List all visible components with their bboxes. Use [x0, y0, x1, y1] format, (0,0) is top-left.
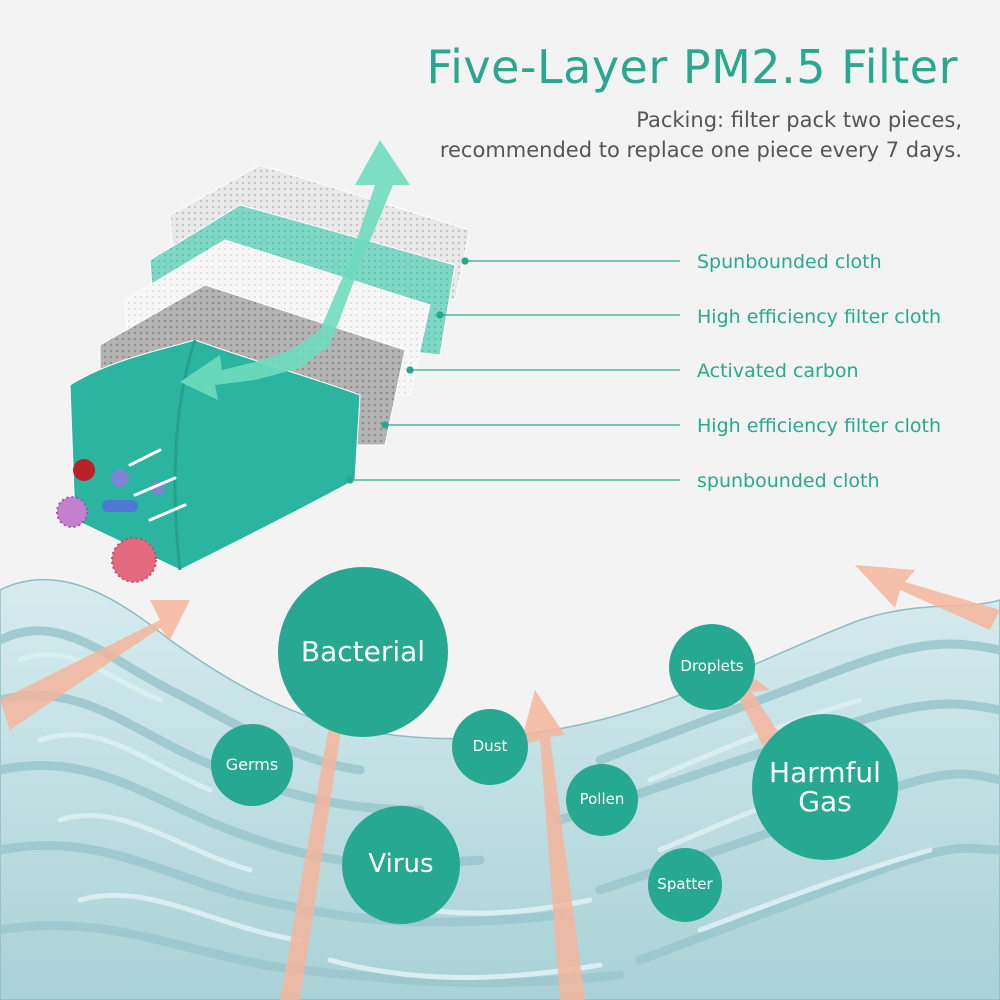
- packing-note-line2: recommended to replace one piece every 7…: [439, 138, 962, 162]
- virus-icon-pink: [111, 537, 157, 583]
- virus-icon-purple: [56, 496, 88, 528]
- packing-note-line1: Packing: filter pack two pieces,: [636, 108, 962, 132]
- virus-icon-red: [73, 459, 95, 481]
- layer-label-3: Activated carbon: [697, 360, 859, 382]
- filter-layers: [69, 164, 471, 571]
- layer-pointers: [346, 257, 680, 484]
- bubble-germs: Germs: [211, 724, 293, 806]
- bubble-harmful-gas: Harmful Gas: [752, 714, 898, 860]
- page-title: Five-Layer PM2.5 Filter: [426, 40, 958, 94]
- air-streaks: [128, 448, 187, 522]
- bubble-spatter: Spatter: [648, 848, 722, 922]
- bubble-pollen: Pollen: [566, 764, 638, 836]
- bubble-bacterial: Bacterial: [278, 567, 448, 737]
- germ-particles: [56, 448, 187, 583]
- layer-label-5: spunbounded cloth: [697, 470, 880, 492]
- airflow-arrow: [180, 140, 410, 400]
- bubble-virus: Virus: [342, 806, 460, 924]
- layer-label-4: High efficiency filter cloth: [697, 415, 942, 437]
- virus-icon-blue: [111, 469, 129, 487]
- bacteria-icon: [102, 500, 138, 512]
- harmful-gas-line1: Harmful: [769, 755, 881, 789]
- layer-label-1: Spunbounded cloth: [697, 251, 882, 273]
- harmful-gas-line2: Gas: [798, 785, 852, 818]
- bubble-dust: Dust: [452, 709, 528, 785]
- bubble-droplets: Droplets: [669, 624, 755, 710]
- layer-label-2: High efficiency filter cloth: [697, 306, 942, 328]
